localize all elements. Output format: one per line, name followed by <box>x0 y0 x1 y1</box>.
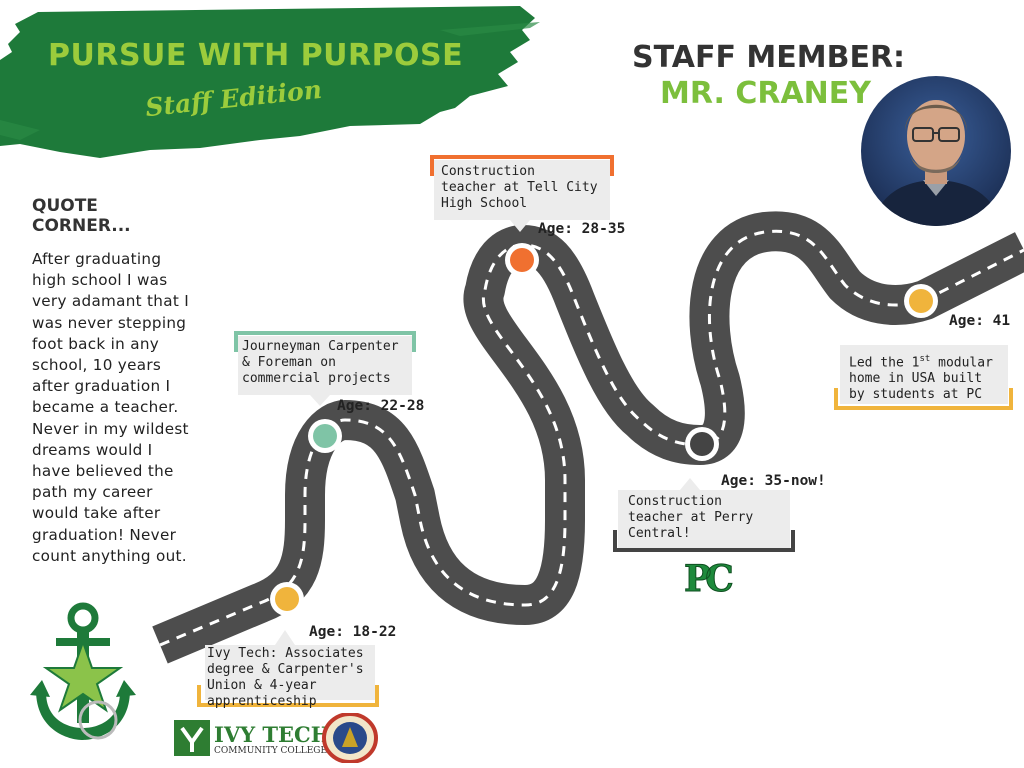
quote-text: After graduating high school I was very ad… <box>32 249 212 567</box>
ivy-tech-subtitle: COMMUNITY COLLEGE <box>214 746 328 756</box>
quote-line: school, 10 years <box>32 356 162 375</box>
quote-line: very adamant that I <box>32 292 190 311</box>
quote-line: foot back in any <box>32 334 160 353</box>
callout-box-5 <box>834 345 1013 410</box>
milestone-3-text: Construction teacher at Tell City High S… <box>441 164 598 211</box>
callout-box-3 <box>430 155 614 232</box>
milestone-1-age: Age: 18-22 <box>309 624 397 640</box>
anchor-star-logo <box>30 602 136 740</box>
quote-line: graduation! Never <box>32 525 177 544</box>
milestone-dot-4 <box>685 427 719 461</box>
quote-line: have believed the <box>32 462 174 481</box>
callout-box-1 <box>197 630 379 707</box>
milestone-4-text: Construction teacher at Perry Central! <box>628 494 754 541</box>
quote-line: would take after <box>32 504 161 523</box>
milestone-5-text: Led the 1st modular home in USA built by… <box>849 354 993 403</box>
header-banner <box>0 6 540 158</box>
milestone-dot-1 <box>270 582 304 616</box>
callout-box-2 <box>234 331 416 406</box>
ivy-tech-logo-mark <box>174 720 210 756</box>
ivy-tech-name: IVY TECH <box>214 722 331 747</box>
milestone-5-age: Age: 41 <box>949 313 1011 329</box>
milestone-dot-3 <box>505 243 539 277</box>
staff-label: STAFF MEMBER: <box>632 40 906 75</box>
quote-line: dreams would I <box>32 440 153 459</box>
quote-line: after graduation I <box>32 377 171 396</box>
quote-line: Never in my wildest <box>32 419 189 438</box>
quote-line: became a teacher. <box>32 398 179 417</box>
milestone-3-age: Age: 28-35 <box>538 221 626 237</box>
quote-line: high school I was <box>32 271 168 290</box>
quote-line: count anything out. <box>32 546 187 565</box>
milestone-4-age: Age: 35-now! <box>721 473 826 489</box>
milestone-dot-2 <box>308 419 342 453</box>
carpenters-union-seal <box>322 713 378 763</box>
quote-line: After graduating <box>32 250 162 268</box>
milestone-dot-5 <box>904 284 938 318</box>
staff-photo <box>861 76 1011 226</box>
page-title: PURSUE WITH PURPOSE <box>48 38 464 73</box>
quote-line: path my career <box>32 483 153 502</box>
milestone-2-text: Journeyman Carpenter & Foreman on commer… <box>242 339 399 386</box>
milestone-2-age: Age: 22-28 <box>337 398 425 414</box>
callout-box-4 <box>613 478 795 552</box>
quote-heading: QUOTE CORNER... <box>32 196 131 236</box>
staff-name: MR. CRANEY <box>660 76 872 111</box>
perry-central-logo: PC <box>684 558 735 601</box>
milestone-1-text: Ivy Tech: Associates degree & Carpenter'… <box>207 646 364 709</box>
quote-line: was never stepping <box>32 313 187 332</box>
